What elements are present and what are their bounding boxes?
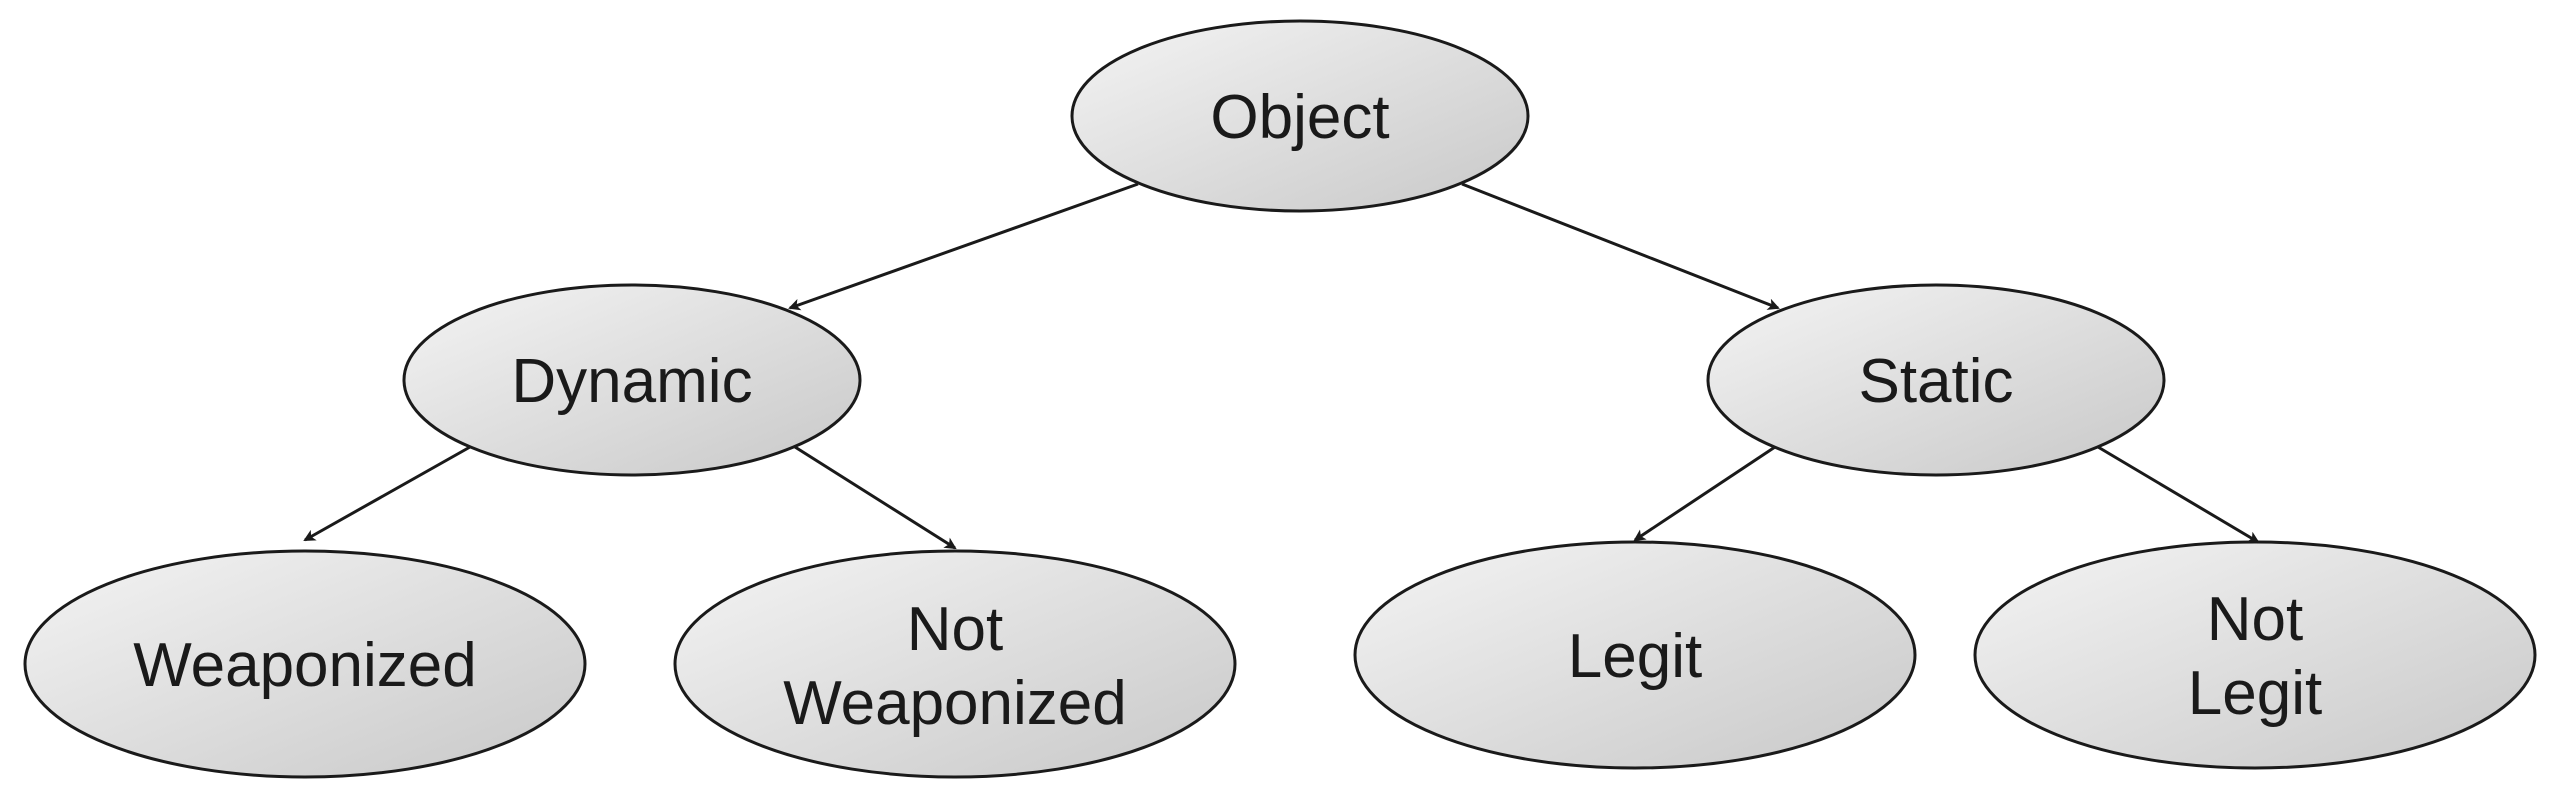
- node-legit: Legit: [1353, 540, 1917, 770]
- node-static-label: Static: [1858, 347, 2013, 416]
- node-not-legit-shape: [1973, 540, 2537, 770]
- edge-static-legit: [1633, 445, 1776, 542]
- node-legit-shape: [1353, 540, 1917, 770]
- edge-object-dynamic: [788, 182, 1139, 311]
- edge-dynamic-weaponized: [303, 445, 471, 542]
- edge-static-not-legit: [2097, 445, 2260, 544]
- node-object-shape: [1070, 19, 1530, 213]
- node-legit-label: Legit: [1568, 622, 1702, 691]
- edge-dynamic-not-weaponized: [794, 445, 957, 550]
- node-not-legit: Not Legit: [1973, 540, 2537, 770]
- node-not-legit-label-line2: Legit: [2188, 659, 2322, 728]
- node-static-shape: [1706, 283, 2166, 477]
- node-weaponized: Weaponized: [23, 549, 587, 779]
- node-weaponized-label: Weaponized: [133, 631, 477, 700]
- node-dynamic-label: Dynamic: [511, 347, 752, 416]
- node-not-weaponized: Not Weaponized: [673, 549, 1237, 779]
- node-static: Static: [1706, 283, 2166, 477]
- node-not-weaponized-label-line2: Weaponized: [783, 669, 1127, 738]
- edge-object-static: [1461, 182, 1780, 310]
- node-not-legit-label-line1: Not: [2207, 585, 2303, 654]
- node-object: Object: [1070, 19, 1530, 213]
- edges: [303, 182, 2260, 550]
- node-not-weaponized-shape: [673, 549, 1237, 779]
- node-object-label: Object: [1210, 83, 1389, 152]
- node-dynamic: Dynamic: [402, 283, 862, 477]
- node-weaponized-shape: [23, 549, 587, 779]
- node-dynamic-shape: [402, 283, 862, 477]
- node-not-weaponized-label-line1: Not: [907, 595, 1003, 664]
